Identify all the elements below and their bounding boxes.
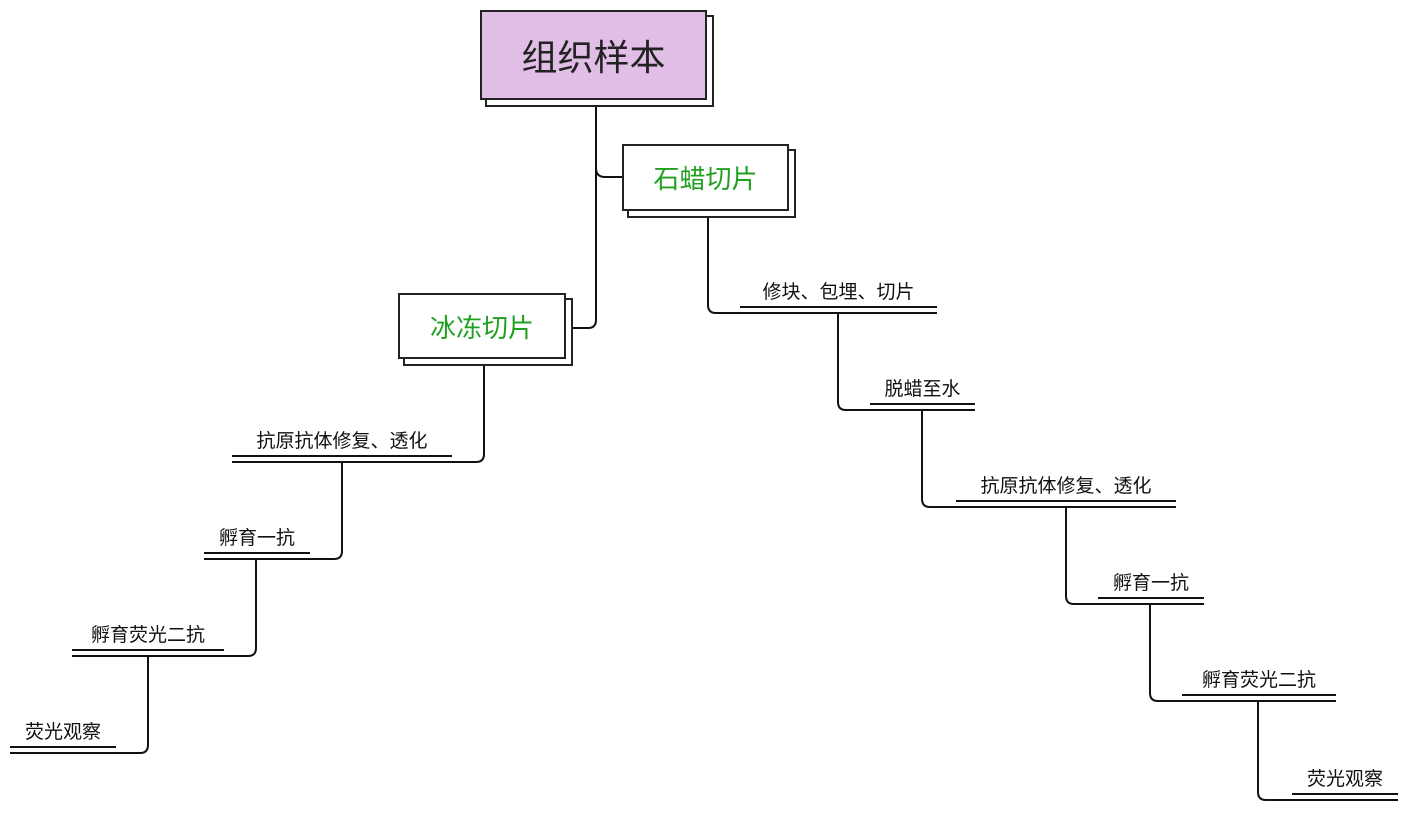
frozen-label: 冰冻切片	[429, 313, 534, 344]
connector-f2	[204, 462, 343, 560]
connector-p2	[837, 313, 975, 411]
root-label: 组织样本	[521, 38, 666, 79]
connector-f4	[10, 656, 149, 754]
connector-p6	[1257, 701, 1398, 801]
frozen-node[interactable]: 冰冻切片	[398, 293, 566, 359]
paraffin-step-3[interactable]: 抗原抗体修复、透化	[980, 475, 1152, 497]
paraffin-step-1[interactable]: 修块、包埋、切片	[762, 281, 915, 303]
connector-p5	[1149, 604, 1336, 702]
paraffin-node[interactable]: 石蜡切片	[622, 144, 789, 211]
connector-p1	[707, 212, 937, 314]
connector-p4	[1065, 507, 1204, 605]
root-node[interactable]: 组织样本	[480, 10, 707, 100]
connector-f3	[72, 559, 257, 657]
paraffin-step-6[interactable]: 荧光观察	[1306, 768, 1383, 790]
frozen-step-1[interactable]: 抗原抗体修复、透化	[256, 430, 428, 452]
paraffin-step-2[interactable]: 脱蜡至水	[884, 378, 961, 400]
paraffin-step-4[interactable]: 孵育一抗	[1112, 572, 1189, 594]
frozen-step-4[interactable]: 荧光观察	[24, 721, 101, 743]
connector-root-frozen	[568, 100, 597, 329]
paraffin-label: 石蜡切片	[653, 165, 758, 195]
frozen-step-3[interactable]: 孵育荧光二抗	[90, 624, 205, 646]
connector-p3	[921, 410, 1176, 508]
frozen-step-2[interactable]: 孵育一抗	[218, 527, 295, 549]
connector-root-paraffin	[595, 167, 622, 178]
paraffin-step-5[interactable]: 孵育荧光二抗	[1201, 669, 1316, 691]
connector-f1	[232, 360, 485, 463]
